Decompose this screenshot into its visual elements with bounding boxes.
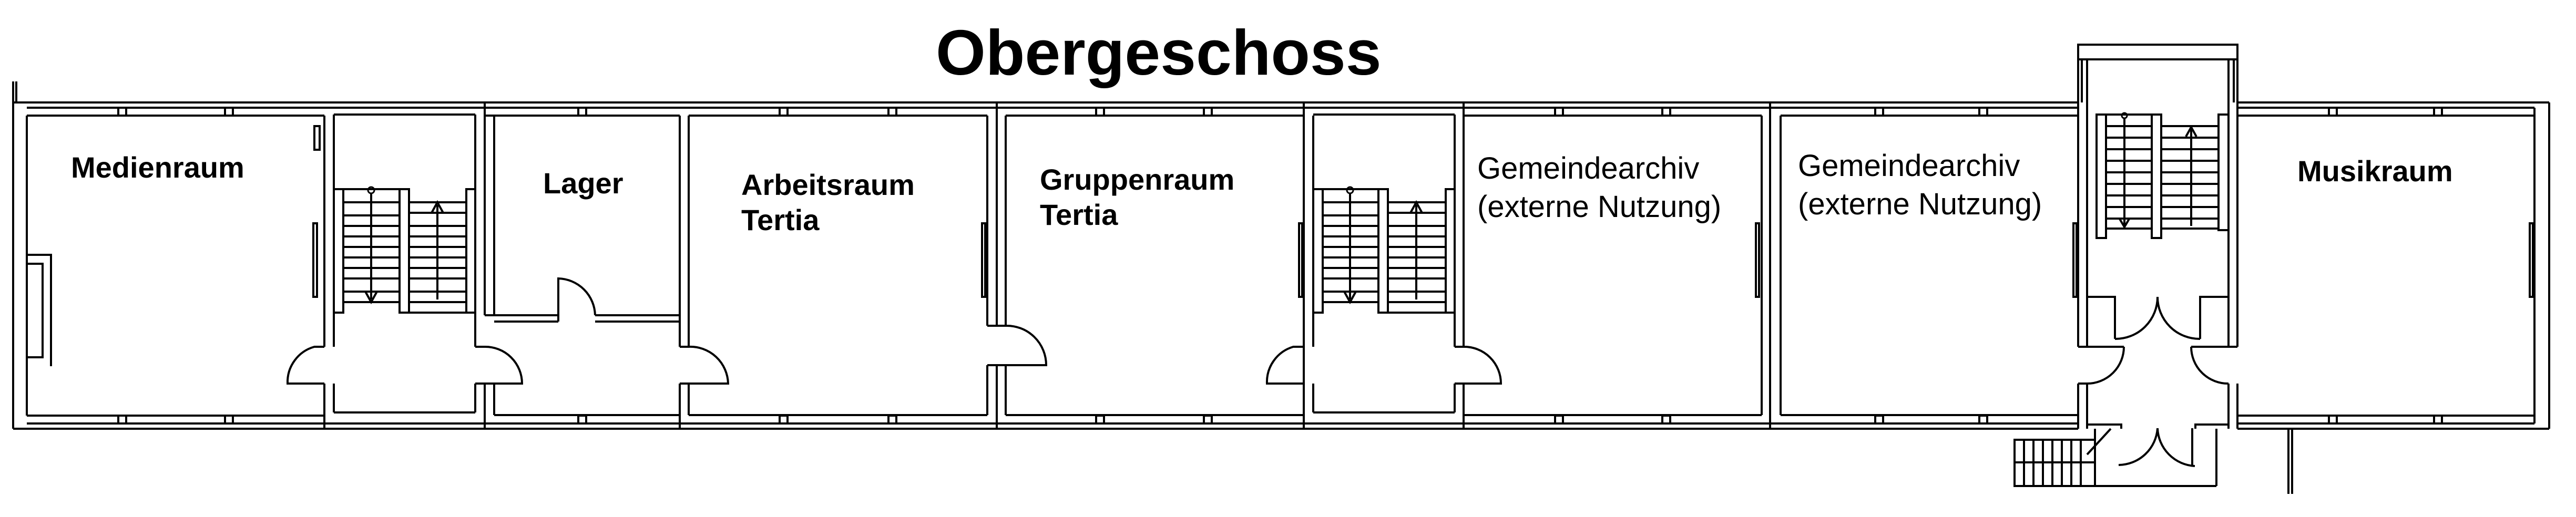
room-name: Gemeindearchiv <box>1477 151 1700 185</box>
room-name-line2: (externe Nutzung) <box>1798 187 2042 221</box>
floor-title: Obergeschoss <box>936 17 1382 88</box>
outer-walls <box>12 81 2550 430</box>
arbeitsraum-walls <box>689 102 1048 429</box>
room-name-line2: Tertia <box>741 203 820 237</box>
room-label-musikraum: Musikraum <box>2297 153 2453 189</box>
stairwell-1 <box>286 102 524 429</box>
stairwell-3 <box>2013 44 2293 494</box>
stair-treads-2 <box>1323 201 1446 303</box>
stair-treads-3 <box>2106 125 2219 230</box>
room-label-lager: Lager <box>543 166 623 201</box>
room-label-medienraum: Medienraum <box>71 150 244 185</box>
room-name: Medienraum <box>71 151 244 184</box>
stairwell-2 <box>1006 102 1502 429</box>
room-name: Gemeindearchiv <box>1798 149 2020 183</box>
room-label-gemeindearchiv-2: Gemeindearchiv (externe Nutzung) <box>1798 147 2042 223</box>
medienraum-walls <box>26 125 321 366</box>
musikraum-walls <box>2529 222 2534 298</box>
room-label-gruppenraum: Gruppenraum Tertia <box>1040 162 1234 232</box>
room-name: Gruppenraum <box>1040 163 1235 196</box>
room-name: Musikraum <box>2297 154 2453 188</box>
room-name-line2: Tertia <box>1040 198 1118 232</box>
room-name: Arbeitsraum <box>741 168 915 201</box>
room-name-line2: (externe Nutzung) <box>1477 189 1722 224</box>
entrance-stair-treads <box>2015 440 2095 486</box>
room-label-gemeindearchiv-1: Gemeindearchiv (externe Nutzung) <box>1477 150 1721 226</box>
room-name: Lager <box>543 167 623 200</box>
stair-treads-1 <box>343 201 466 303</box>
room-label-arbeitsraum: Arbeitsraum Tertia <box>741 167 915 237</box>
archive-walls <box>1464 102 2078 429</box>
lager-walls <box>484 115 730 429</box>
